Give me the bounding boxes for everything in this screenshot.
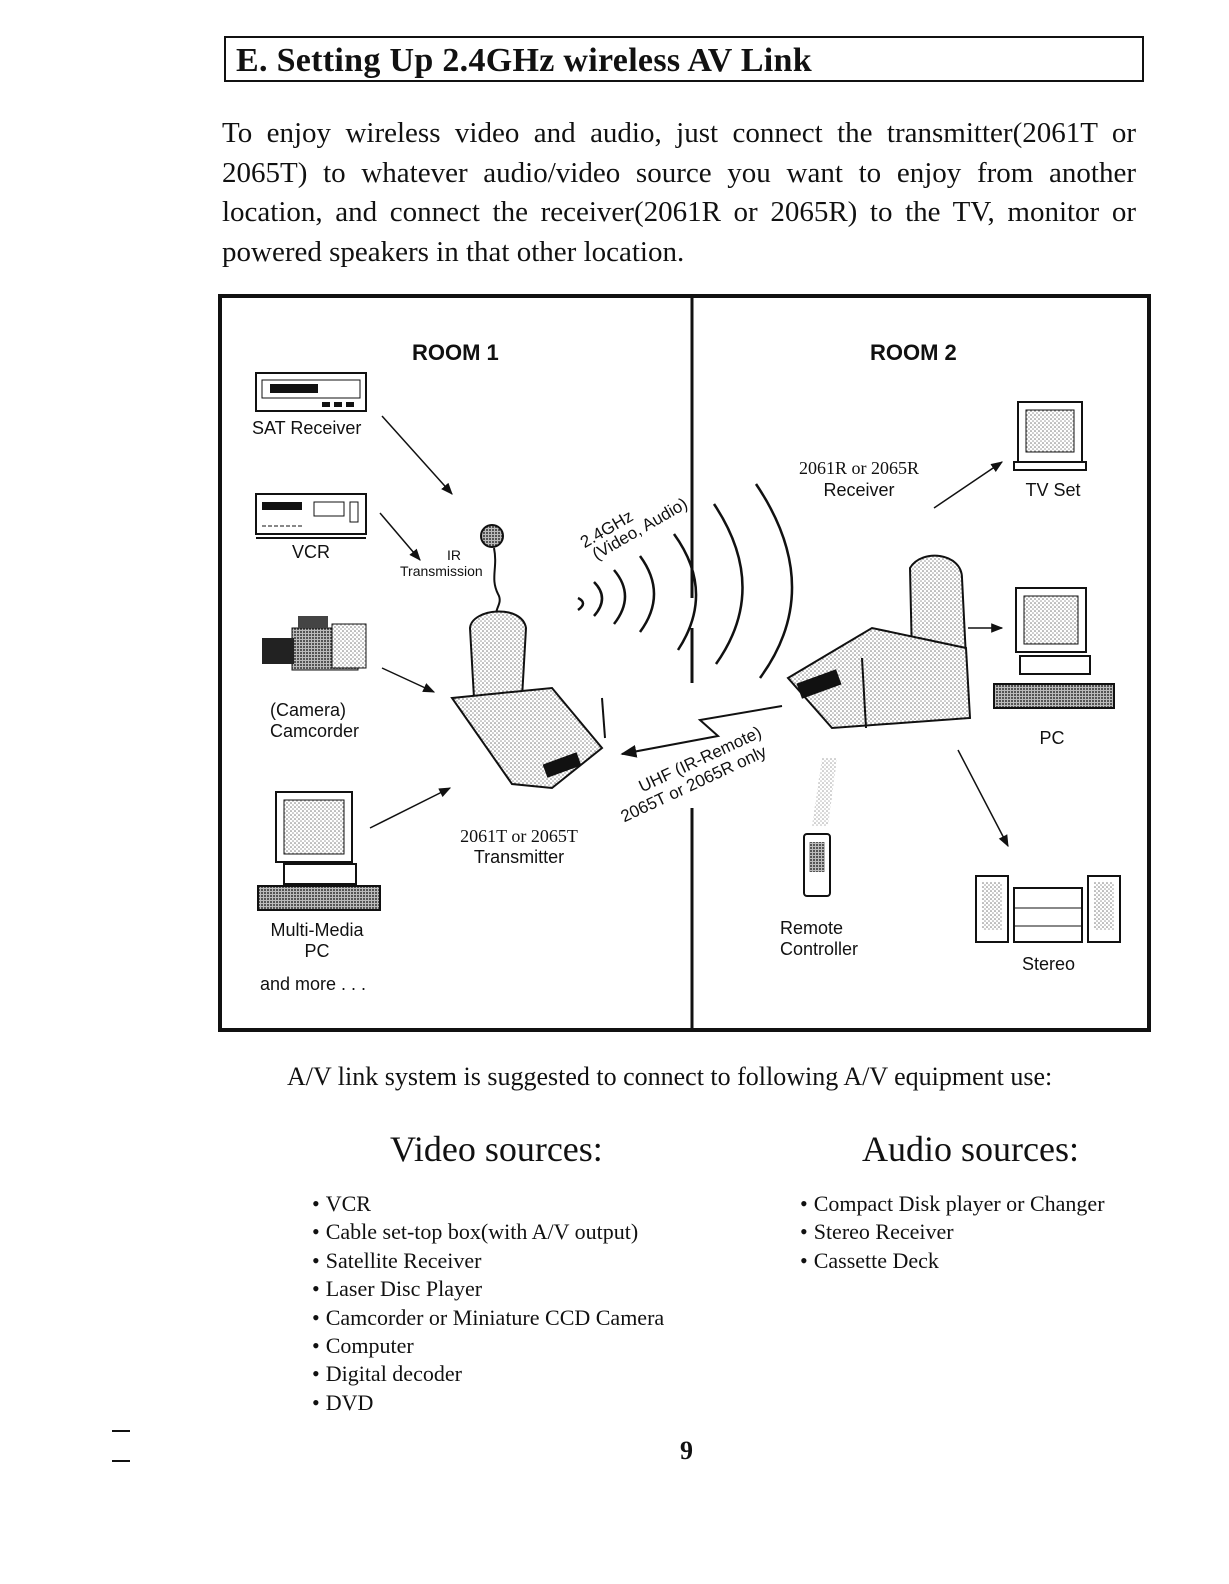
tv-set-label: TV Set (1025, 480, 1081, 500)
tv-set-icon (1013, 401, 1087, 471)
and-more-label: and more . . . (260, 974, 367, 994)
vcr-label: VCR (292, 542, 331, 562)
wireless-wave-icon (577, 483, 794, 679)
list-item: Satellite Receiver (312, 1247, 664, 1275)
diagram-artwork (255, 298, 1121, 1028)
video-sources-heading: Video sources: (390, 1129, 603, 1169)
list-item: VCR (312, 1190, 664, 1218)
transmitter-icon (450, 610, 606, 790)
section-title-box: E. Setting Up 2.4GHz wireless AV Link (224, 36, 1144, 82)
pc-icon (993, 587, 1115, 709)
ir-label: IR (447, 547, 461, 563)
video-sources-list: VCR Cable set-top box(with A/V output) S… (312, 1190, 664, 1417)
transmitter-model-label: 2061T or 2065T (460, 826, 578, 846)
list-item: Camcorder or Miniature CCD Camera (312, 1304, 664, 1332)
list-item: Computer (312, 1332, 664, 1360)
list-item: Cassette Deck (800, 1247, 1105, 1275)
transmitter-label: Transmitter (473, 847, 565, 867)
receiver-icon (786, 554, 972, 730)
audio-sources-list: Compact Disk player or Changer Stereo Re… (800, 1190, 1105, 1275)
room2-label: ROOM 2 (870, 340, 957, 365)
vcr-icon (255, 493, 367, 539)
multimedia-label: Multi-Media (270, 920, 364, 940)
list-item: Laser Disc Player (312, 1275, 664, 1303)
multimedia-pc-label: PC (304, 941, 330, 961)
av-link-diagram: ROOM 1 ROOM 2 SAT Receiver VCR IR Transm… (218, 294, 1151, 1032)
list-item: Digital decoder (312, 1360, 664, 1388)
margin-mark (112, 1430, 130, 1432)
camcorder-label: Camcorder (270, 721, 360, 741)
sat-receiver-icon (255, 372, 367, 412)
list-item: Compact Disk player or Changer (800, 1190, 1105, 1218)
page-number: 9 (680, 1436, 693, 1465)
remote-label: Remote (780, 918, 844, 938)
margin-mark (112, 1460, 130, 1462)
pc-label: PC (1039, 728, 1065, 748)
camera-label: (Camera) (270, 700, 347, 720)
multimedia-pc-icon (257, 791, 381, 911)
controller-label: Controller (780, 939, 859, 959)
camcorder-icon (262, 616, 367, 671)
equipment-caption: A/V link system is suggested to connect … (287, 1062, 1053, 1091)
sat-receiver-label: SAT Receiver (252, 418, 362, 438)
room1-label: ROOM 1 (412, 340, 499, 365)
list-item: DVD (312, 1389, 664, 1417)
ir-sensor-icon (480, 524, 504, 619)
list-item: Cable set-top box(with A/V output) (312, 1218, 664, 1246)
stereo-icon (975, 875, 1121, 943)
receiver-label: Receiver (823, 480, 895, 500)
stereo-label: Stereo (1022, 954, 1076, 974)
uhf-signal-icon (620, 705, 783, 758)
audio-sources-heading: Audio sources: (862, 1129, 1079, 1169)
remote-icon (803, 758, 837, 897)
section-title: E. Setting Up 2.4GHz wireless AV Link (236, 42, 812, 79)
list-item: Stereo Receiver (800, 1218, 1105, 1246)
receiver-model-label: 2061R or 2065R (798, 458, 919, 478)
intro-paragraph: To enjoy wireless video and audio, just … (222, 117, 1136, 268)
ir-transmission-label: Transmission (400, 563, 483, 579)
